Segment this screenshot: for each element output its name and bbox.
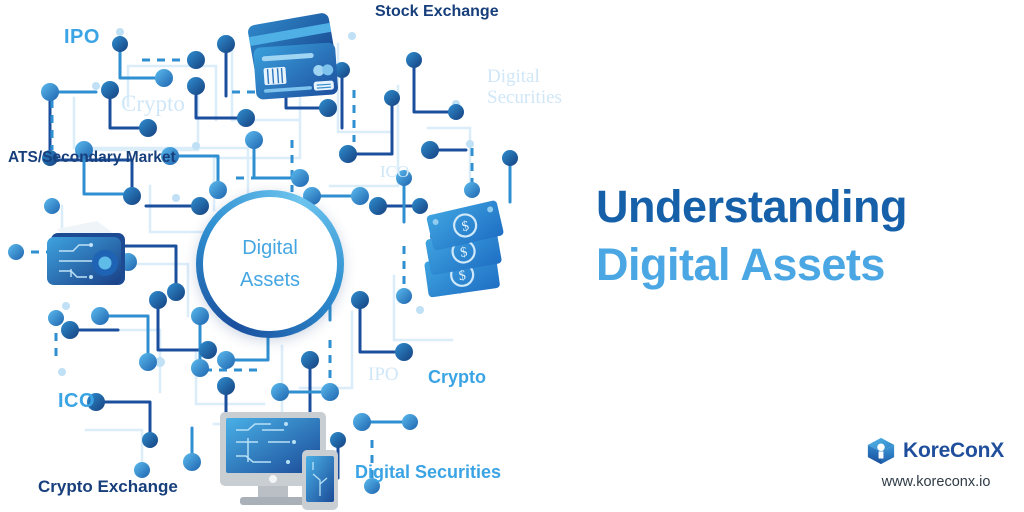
digital-wallet-icon	[47, 221, 125, 285]
node-label-stock-exchange: Stock Exchange	[375, 3, 499, 20]
node-label-digital-securities-top: Digital Securities	[487, 66, 562, 109]
credit-cards-front	[253, 42, 338, 100]
headline: Understanding Digital Assets	[596, 181, 1008, 290]
brand-url: www.koreconx.io	[881, 474, 991, 490]
svg-text:$: $	[460, 219, 470, 235]
headline-line1: Understanding	[596, 181, 908, 232]
node-label-ico-bottom: ICO	[58, 390, 96, 412]
node-label-digital-securities-bottom: Digital Securities	[355, 462, 502, 482]
node-label-crypto-top: Crypto	[121, 91, 185, 116]
brand-block: KoreConX www.koreconx.io	[866, 436, 1006, 490]
monitor-and-phone-icon	[220, 412, 338, 510]
node-label-ipo-bottom: IPO	[368, 364, 399, 385]
hub-label-line2: Assets	[239, 269, 301, 291]
node-label-ico-top: ICO	[380, 162, 410, 181]
svg-text:$: $	[458, 268, 467, 284]
node-label-crypto-exchange: Crypto Exchange	[38, 477, 178, 496]
network-svg: $ $ $	[8, 13, 518, 510]
central-hub-digital-assets: Digital Assets	[196, 190, 344, 338]
banknotes-icon: $ $ $	[424, 200, 504, 298]
node-label-crypto-bottom: Crypto	[428, 367, 486, 387]
brand-name: KoreConX	[903, 439, 1005, 462]
node-label-digital-securities-top-line2: Securities	[487, 87, 562, 109]
central-hub-inner: Digital Assets	[203, 197, 337, 331]
node-label-ats-secondary-market: ATS/Secondary Market	[8, 149, 176, 166]
svg-text:$: $	[459, 245, 468, 261]
headline-line2: Digital Assets	[596, 238, 885, 290]
node-label-digital-securities-top-line1: Digital	[487, 66, 540, 87]
cube-logo-icon	[867, 437, 895, 465]
brand-logo-row: KoreConX	[866, 436, 1006, 466]
digital-assets-network-diagram: $ $ $	[8, 3, 562, 510]
node-label-ipo-top: IPO	[64, 26, 100, 48]
hub-label-line1: Digital	[242, 236, 298, 259]
